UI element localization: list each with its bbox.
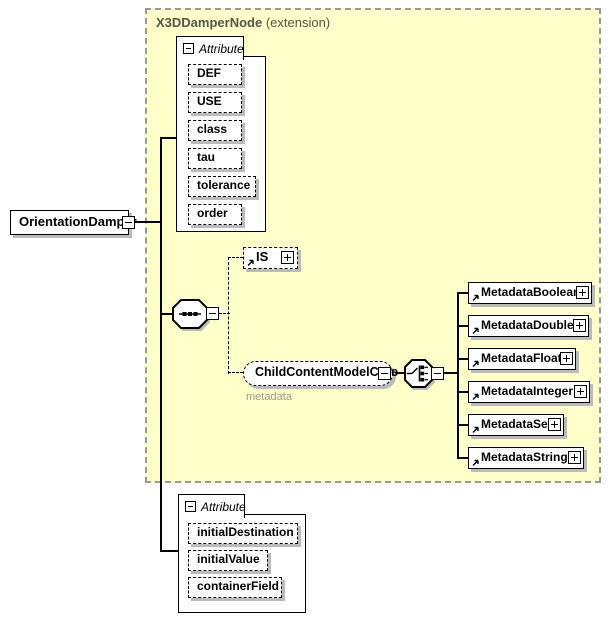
attribute-order[interactable]: order [188,204,242,225]
attribute-def[interactable]: DEF [188,64,242,85]
dashed-connector [228,257,229,374]
connector-line [457,292,468,294]
attribute-label: tolerance [197,178,251,192]
connector-line [134,221,161,223]
attribute-group-tab[interactable]: Attribute [178,494,246,518]
element-ref-is[interactable]: IS [243,247,298,269]
connector-line [457,391,468,393]
expand-toggle[interactable] [568,451,581,464]
collapse-toggle[interactable] [378,367,391,380]
expand-toggle[interactable] [574,385,587,398]
collapse-toggle[interactable] [185,501,196,512]
element-label: IS [256,249,269,264]
attribute-tolerance[interactable]: tolerance [188,176,256,197]
expand-toggle[interactable] [573,319,586,332]
element-ref-metadatainteger[interactable]: MetadataInteger [468,381,590,403]
connector-line [160,313,174,315]
element-ref-metadatafloat[interactable]: MetadataFloat [468,348,576,370]
attribute-initialdestination[interactable]: initialDestination [188,523,298,544]
attribute-group-label: Attribute [201,499,246,514]
attribute-label: tau [197,150,215,164]
attribute-label: initialDestination [197,525,294,539]
reference-arrow-icon [472,393,479,400]
collapse-toggle[interactable] [183,43,194,54]
extension-subtitle: (extension) [265,15,331,30]
connector-line [392,372,405,374]
group-annotation: metadata [246,391,292,403]
element-label: MetadataDouble [481,318,574,332]
reference-arrow-icon [472,294,479,301]
expand-toggle[interactable] [576,286,589,299]
attribute-label: class [197,122,228,136]
extension-title: X3DDamperNode [156,15,263,30]
attribute-tau[interactable]: tau [188,148,242,169]
extension-header: X3DDamperNode (extension) [156,15,330,30]
connector-line [160,550,179,552]
connector-line [160,137,177,139]
expand-toggle[interactable] [281,251,294,264]
sequence-compositor-icon[interactable] [172,299,208,329]
element-label: MetadataString [481,450,568,464]
group-childcontentmodelcore[interactable]: ChildContentModelCore [243,361,398,386]
element-label: MetadataInteger [481,384,574,398]
reference-arrow-icon [472,426,479,433]
connector-trunk-left [160,137,162,552]
attribute-use[interactable]: USE [188,92,242,113]
collapse-toggle[interactable] [431,367,444,380]
collapse-toggle[interactable] [206,307,219,320]
connector-line [457,325,468,327]
element-orientationdamper[interactable]: OrientationDamper [10,210,137,235]
connector-trunk-right [457,292,459,458]
reference-arrow-icon [472,459,479,466]
element-label: MetadataSet [481,417,552,431]
attribute-group-tab[interactable]: Attribute [176,36,244,60]
attribute-group-label: Attribute [199,41,244,56]
attribute-label: initialValue [197,552,260,566]
attribute-label: order [197,206,228,220]
connector-line [444,372,458,374]
element-ref-metadatastring[interactable]: MetadataString [468,447,584,469]
expand-toggle[interactable] [548,418,561,431]
element-label: MetadataFloat [481,351,562,365]
collapse-toggle[interactable] [122,216,135,229]
element-label: MetadataBoolean [481,285,581,299]
attribute-initialvalue[interactable]: initialValue [188,550,268,571]
connector-line [457,424,468,426]
dashed-connector [219,313,230,314]
element-ref-metadataset[interactable]: MetadataSet [468,414,564,436]
attribute-containerfield[interactable]: containerField [188,577,282,598]
attribute-class[interactable]: class [188,120,242,141]
attribute-label: USE [197,94,222,108]
attribute-label: DEF [197,66,221,80]
reference-arrow-icon [472,360,479,367]
group-label: ChildContentModelCore [255,365,399,379]
expand-toggle[interactable] [560,352,573,365]
element-ref-metadataboolean[interactable]: MetadataBoolean [468,282,592,304]
attribute-label: containerField [197,579,280,593]
reference-arrow-icon [247,259,254,266]
reference-arrow-icon [472,327,479,334]
dashed-connector [228,372,243,373]
connector-line [457,358,468,360]
element-label: OrientationDamper [19,214,137,229]
choice-compositor-icon[interactable] [404,359,433,388]
dashed-connector [228,257,243,258]
element-ref-metadatadouble[interactable]: MetadataDouble [468,315,589,337]
connector-line [457,457,468,459]
